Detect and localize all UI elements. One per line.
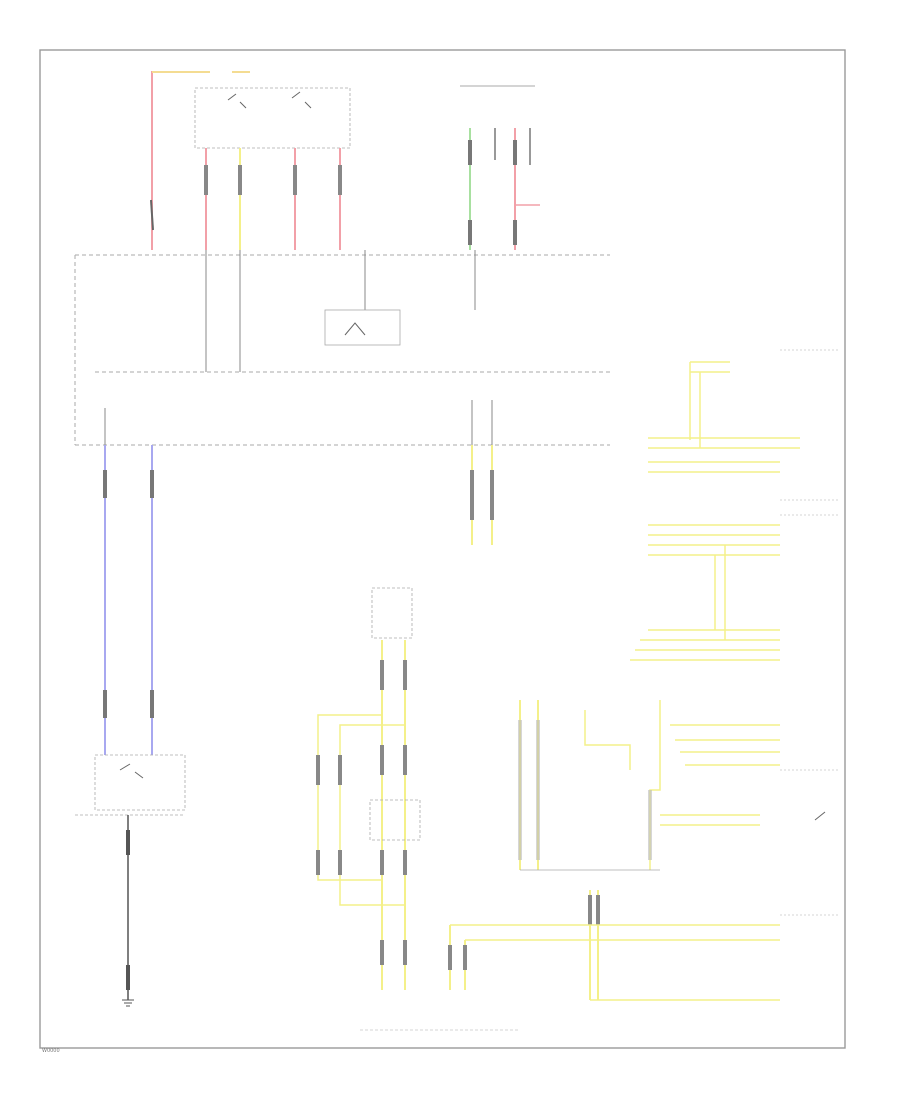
top-switch-box [194, 87, 351, 250]
footer-code: W0000 [42, 1048, 60, 1054]
center-yellow-wires [470, 445, 494, 545]
power-feed-wires [150, 68, 250, 250]
lower-center-wires [316, 587, 840, 1031]
right-connector-groups [630, 349, 840, 826]
main-module-box [74, 250, 610, 446]
left-switch-assembly [75, 754, 186, 1007]
top-right-connector [460, 85, 540, 250]
diagram-border [39, 49, 846, 1049]
blue-wires [103, 445, 154, 755]
